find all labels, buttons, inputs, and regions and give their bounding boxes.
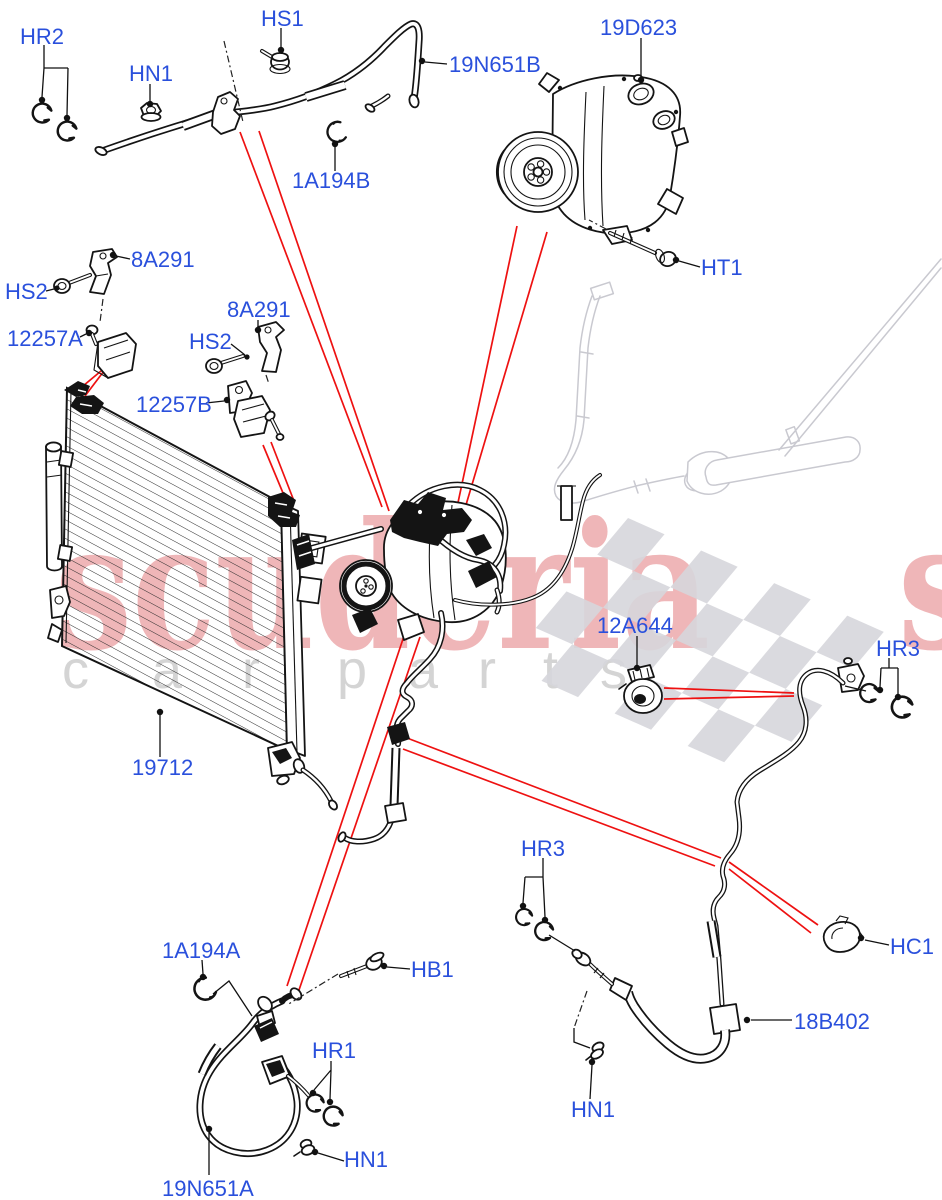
part-label-hs2-lower: HS2 <box>189 329 232 354</box>
part-label-12257b: 12257B <box>136 392 212 417</box>
part-label-12257a: 12257A <box>7 326 83 351</box>
mount-12257a-drawing <box>85 324 137 379</box>
part-label-hn1-top: HN1 <box>129 61 173 86</box>
red-callout-lines <box>76 130 819 991</box>
part-label-19712: 19712 <box>132 755 193 780</box>
part-label-hn1-bottom: HN1 <box>344 1147 388 1172</box>
center-compressor-assembly-drawing <box>292 473 602 845</box>
part-label-hb1: HB1 <box>411 957 454 982</box>
part-label-hr1: HR1 <box>312 1038 356 1063</box>
part-label-8a291-upper: 8A291 <box>131 247 195 272</box>
bracket-8a291-lower-drawing <box>205 321 285 385</box>
part-label-1a194b: 1A194B <box>292 168 370 193</box>
part-label-hs2-upper: HS2 <box>5 279 48 304</box>
part-label-hc1: HC1 <box>890 934 934 959</box>
part-label-19n651a: 19N651A <box>162 1176 254 1200</box>
ghost-reference-pipes <box>553 258 942 504</box>
part-label-19d623: 19D623 <box>600 15 677 40</box>
watermark-word-clipped: scuderia <box>898 485 942 690</box>
upper-ac-pipe-drawing <box>29 20 423 156</box>
compressor-drawing <box>495 72 689 268</box>
lower-loop-hose-drawing <box>188 951 385 1157</box>
part-label-hn1-mid: HN1 <box>571 1097 615 1122</box>
part-label-ht1: HT1 <box>701 255 743 280</box>
bracket-8a291-upper-drawing <box>53 248 118 323</box>
part-label-hr3-mid: HR3 <box>521 836 565 861</box>
part-label-8a291-lower: 8A291 <box>227 297 291 322</box>
part-label-hr3-upper: HR3 <box>876 636 920 661</box>
part-label-19n651b: 19N651B <box>449 52 541 77</box>
part-label-12a644: 12A644 <box>597 613 673 638</box>
liquid-line-upper-drawing <box>512 657 915 1064</box>
part-labels: HR2 HS1 HN1 19N651B 19D623 1A194B HT1 8A… <box>5 6 934 1200</box>
part-label-18b402: 18B402 <box>794 1009 870 1034</box>
part-label-1a194a: 1A194A <box>162 938 241 963</box>
mount-12257b-drawing <box>227 380 285 441</box>
part-label-hs1: HS1 <box>261 6 304 31</box>
condenser-drawing <box>45 381 338 811</box>
label-leader-lines <box>38 28 902 1175</box>
watermark-checkered-flag <box>535 518 884 763</box>
part-label-hr2: HR2 <box>20 24 64 49</box>
